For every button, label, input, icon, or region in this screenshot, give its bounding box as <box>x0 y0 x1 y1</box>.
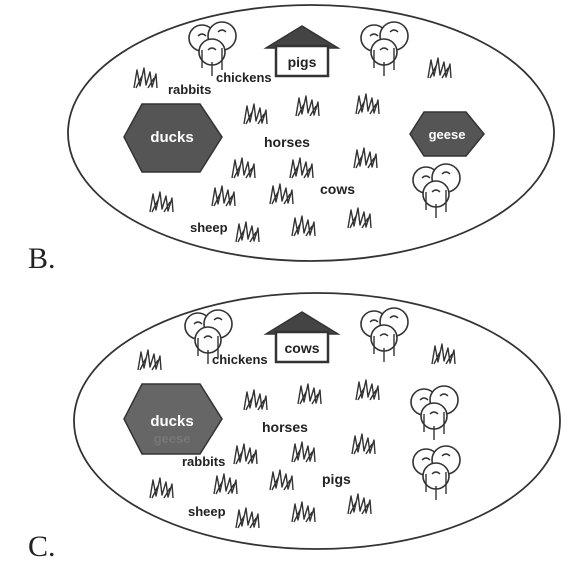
hexagon-pen-icon <box>123 383 223 455</box>
rabbits-label: rabbits <box>168 82 211 97</box>
ducks-label: ducks <box>150 129 193 146</box>
sheep-label: sheep <box>188 504 226 519</box>
pigs-label: pigs <box>288 54 317 70</box>
barn-icon <box>263 311 341 364</box>
option-b-panel: pigs ducks geese chickens rabbits horses <box>28 4 555 275</box>
pigs-label: pigs <box>322 471 351 487</box>
chickens-label: chickens <box>216 70 272 85</box>
tree-cluster-icon <box>410 385 459 441</box>
geese-label: geese <box>429 127 466 142</box>
horses-label: horses <box>262 419 308 435</box>
tree-cluster-icon <box>412 445 461 501</box>
barn-icon <box>263 25 341 78</box>
tree-cluster-icon <box>360 307 409 363</box>
geese-label: geese <box>154 431 191 446</box>
tree-cluster-icon <box>412 163 461 219</box>
option-letter-c: C. <box>28 530 56 563</box>
cows-label: cows <box>320 181 355 197</box>
rabbits-label: rabbits <box>182 454 225 469</box>
hexagon-pen-icon <box>123 103 223 173</box>
horses-label: horses <box>264 134 310 150</box>
chickens-label: chickens <box>212 352 268 367</box>
tree-cluster-icon <box>360 21 409 77</box>
tree-cluster-icon <box>188 21 237 77</box>
ducks-label: ducks <box>150 413 193 430</box>
option-c-panel: cows ducks geese chickens horses rabbits… <box>28 292 561 563</box>
option-letter-b: B. <box>28 242 56 275</box>
farm-boundary-c <box>73 292 561 550</box>
hexagon-pen-icon <box>409 111 485 157</box>
cows-label: cows <box>284 340 319 356</box>
farm-boundary-b <box>67 4 555 262</box>
sheep-label: sheep <box>190 220 228 235</box>
